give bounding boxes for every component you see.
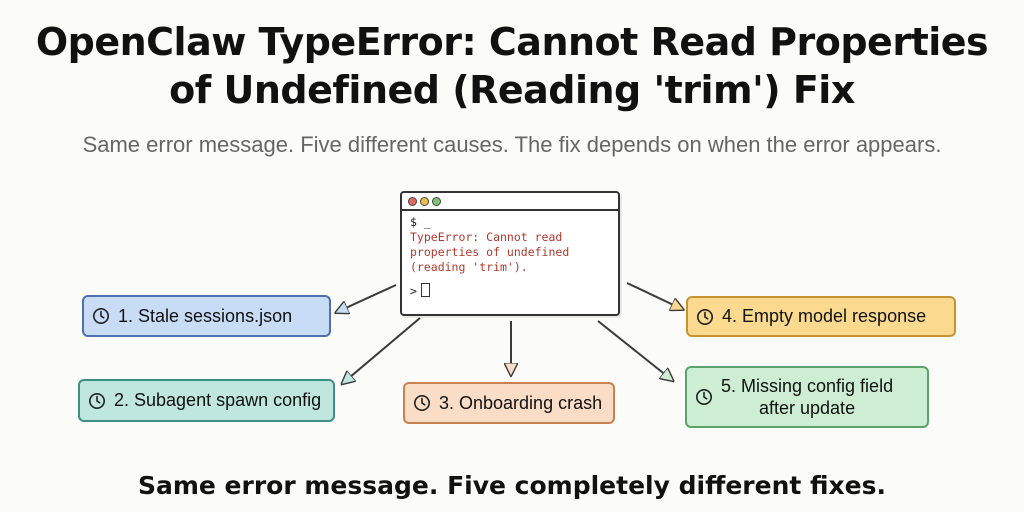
cause-box-3: 3. Onboarding crash xyxy=(403,382,615,424)
cursor-icon xyxy=(420,283,430,297)
clock-icon xyxy=(696,308,714,325)
cause-box-4: 4. Empty model response xyxy=(686,296,956,337)
terminal-input-prompt: > xyxy=(410,284,417,298)
clock-icon xyxy=(92,307,110,325)
arrow-to-cause-1 xyxy=(337,284,397,312)
window-minimize-dot-icon xyxy=(420,196,429,206)
terminal-title-bar xyxy=(402,193,618,211)
clock-icon xyxy=(88,392,106,409)
arrow-to-cause-4 xyxy=(626,282,682,309)
cause-label-3: 3. Onboarding crash xyxy=(439,392,603,413)
terminal-window: $ _ TypeError: Cannot read properties of… xyxy=(400,191,620,316)
terminal-input-line: > xyxy=(410,283,610,299)
cause-label-5-line-2: after update xyxy=(759,398,856,418)
cause-label-5: 5. Missing config field after update xyxy=(721,375,893,419)
cause-label-2: 2. Subagent spawn config xyxy=(114,390,322,410)
page-title: OpenClaw TypeError: Cannot Read Properti… xyxy=(0,18,1024,114)
page-subtitle: Same error message. Five different cause… xyxy=(82,132,942,157)
footer-caption: Same error message. Five completely diff… xyxy=(137,471,887,500)
clock-icon xyxy=(413,394,431,412)
clock-icon xyxy=(695,388,713,406)
terminal-prompt: $ _ xyxy=(410,215,431,229)
window-maximize-dot-icon xyxy=(432,196,441,206)
cause-box-2: 2. Subagent spawn config xyxy=(78,379,335,422)
cause-box-1: 1. Stale sessions.json xyxy=(82,295,331,337)
arrow-to-cause-2 xyxy=(343,317,421,383)
window-close-dot-icon xyxy=(408,196,417,206)
title-line-1: OpenClaw TypeError: Cannot Read Properti… xyxy=(35,20,989,64)
title-line-2: of Undefined (Reading 'trim') Fix xyxy=(169,68,855,112)
arrow-to-cause-5 xyxy=(597,320,672,380)
terminal-body: $ _ TypeError: Cannot read properties of… xyxy=(402,211,618,303)
cause-label-1: 1. Stale sessions.json xyxy=(118,305,293,326)
terminal-error-line-3: (reading 'trim'). xyxy=(410,260,528,274)
terminal-error-line-1: TypeError: Cannot read xyxy=(410,230,563,244)
cause-label-5-line-1: 5. Missing config field xyxy=(721,376,894,396)
cause-box-5: 5. Missing config field after update xyxy=(685,366,929,428)
terminal-error-line-2: properties of undefined xyxy=(410,245,570,259)
cause-label-4: 4. Empty model response xyxy=(722,306,927,326)
